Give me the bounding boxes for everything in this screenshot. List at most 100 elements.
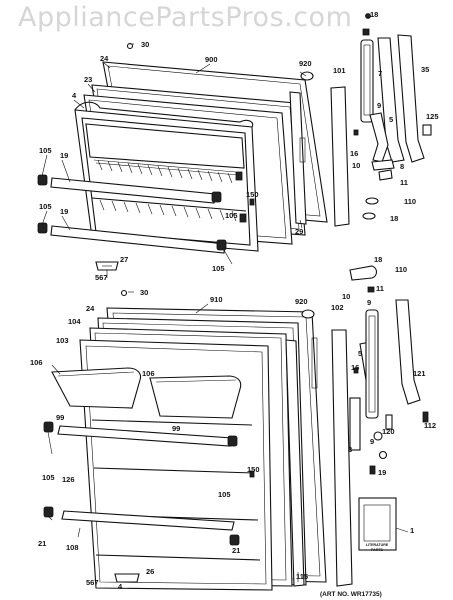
callout-105a: 105 <box>39 146 52 155</box>
fresh-foot-26 <box>114 573 140 583</box>
callout-920a: 920 <box>299 59 312 68</box>
callout-5b: 5 <box>358 349 362 358</box>
freezer-end-cap-105-c <box>211 191 222 203</box>
lower-hinge-assembly: LITERATURE PARTS <box>331 265 429 587</box>
freezer-end-cap-105-d <box>216 239 227 251</box>
callout-105f: 105 <box>218 490 231 499</box>
callout-18b: 18 <box>390 214 398 223</box>
callout-21b: 21 <box>232 546 240 555</box>
fresh-plug-920 <box>301 309 315 319</box>
fresh-end-cap-21-a <box>43 506 54 518</box>
freezer-side-strip-29 <box>289 91 307 225</box>
callout-106a: 106 <box>30 358 43 367</box>
callout-150b: 150 <box>247 465 260 474</box>
callout-10a: 10 <box>352 161 360 170</box>
callout-18c: 18 <box>374 255 382 264</box>
callout-10b: 10 <box>342 292 350 301</box>
callout-16a: 16 <box>350 149 358 158</box>
callout-3: 3 <box>348 445 352 454</box>
callout-16b: 16 <box>351 363 359 372</box>
handle-cover-35 <box>397 34 425 163</box>
literature-text-1: LITERATURE <box>366 543 389 547</box>
callout-105e: 105 <box>42 473 55 482</box>
callout-121: 121 <box>413 369 426 378</box>
callout-125: 125 <box>426 112 439 121</box>
hinge-bracket-9-lower <box>365 309 379 419</box>
callout-110a: 110 <box>404 197 416 206</box>
callout-99b: 99 <box>172 424 180 433</box>
fresh-end-cap-21-b <box>229 534 240 546</box>
callout-112: 112 <box>424 421 436 430</box>
freezer-stop-150 <box>249 198 255 206</box>
trim-strip-3 <box>349 397 361 451</box>
callout-19c: 19 <box>378 468 386 477</box>
callout-29: 29 <box>295 227 303 236</box>
callout-24a: 24 <box>100 54 109 63</box>
fresh-shelf-bar-108 <box>61 510 235 531</box>
fresh-side-strip-115 <box>285 339 305 587</box>
callout-900: 900 <box>205 55 218 64</box>
callout-102: 102 <box>331 303 344 312</box>
callout-105d: 105 <box>212 264 225 273</box>
callout-103: 103 <box>56 336 69 345</box>
freezer-plug-920 <box>300 71 314 81</box>
callout-120: 120 <box>382 427 395 436</box>
callout-105c: 105 <box>225 211 238 220</box>
callout-21a: 21 <box>38 539 46 548</box>
hinge-bracket-9-upper <box>360 39 374 123</box>
freezer-end-cap-105-b <box>37 222 48 234</box>
callout-106b: 106 <box>142 369 155 378</box>
callout-7: 7 <box>378 69 382 78</box>
callout-9b: 9 <box>367 298 371 307</box>
callout-110b: 110 <box>395 265 407 274</box>
hinge-shim-110-upper <box>365 197 379 205</box>
handle-trim-121 <box>395 299 421 405</box>
callout-19b: 19 <box>60 207 68 216</box>
screw-19-lower <box>369 465 376 475</box>
freezer-end-cap-105-a <box>37 174 48 186</box>
callout-105b: 105 <box>39 202 52 211</box>
callout-101: 101 <box>333 66 346 75</box>
callout-9a: 9 <box>377 101 381 110</box>
freezer-shelf-bar-19-upper <box>50 177 216 204</box>
callout-567a: 567 <box>95 273 108 282</box>
freezer-handle-101 <box>330 86 350 227</box>
callout-4b: 4 <box>118 582 123 591</box>
freezer-inner-liner-4 <box>74 101 259 252</box>
callout-30a: 30 <box>141 40 149 49</box>
callout-126: 126 <box>62 475 75 484</box>
dairy-door-106-left <box>51 367 142 409</box>
callout-11b: 11 <box>376 284 384 293</box>
callout-104: 104 <box>68 317 81 326</box>
leader-lines <box>41 43 409 582</box>
callout-18a: 18 <box>370 10 378 19</box>
fresh-handle-102 <box>331 329 353 587</box>
freezer-screw-30 <box>126 42 134 50</box>
fresh-screw-30 <box>120 289 128 297</box>
fresh-food-door-assembly <box>43 289 327 591</box>
callout-920b: 920 <box>295 297 308 306</box>
callout-26: 26 <box>146 567 154 576</box>
callout-910: 910 <box>210 295 223 304</box>
freezer-shelf-bar-19-lower <box>50 225 226 254</box>
callout-99a: 99 <box>56 413 64 422</box>
callout-11a: 11 <box>400 178 408 187</box>
callout-19a: 19 <box>60 151 68 160</box>
callout-567b: 567 <box>86 578 99 587</box>
callout-115: 115 <box>296 572 308 581</box>
upper-hinge-assembly <box>330 13 432 227</box>
callout-8: 8 <box>400 162 404 171</box>
callout-4a: 4 <box>72 91 77 100</box>
callout-150a: 150 <box>246 190 259 199</box>
literature-text-2: PARTS <box>371 548 384 552</box>
dairy-door-106-right <box>149 375 242 419</box>
hinge-bushing-120 <box>385 414 393 430</box>
callout-108: 108 <box>66 543 79 552</box>
hinge-pin-10 <box>378 169 393 181</box>
nameplate-125 <box>422 124 432 136</box>
callout-5a: 5 <box>389 115 393 124</box>
fresh-end-cap-105-a <box>43 421 54 433</box>
